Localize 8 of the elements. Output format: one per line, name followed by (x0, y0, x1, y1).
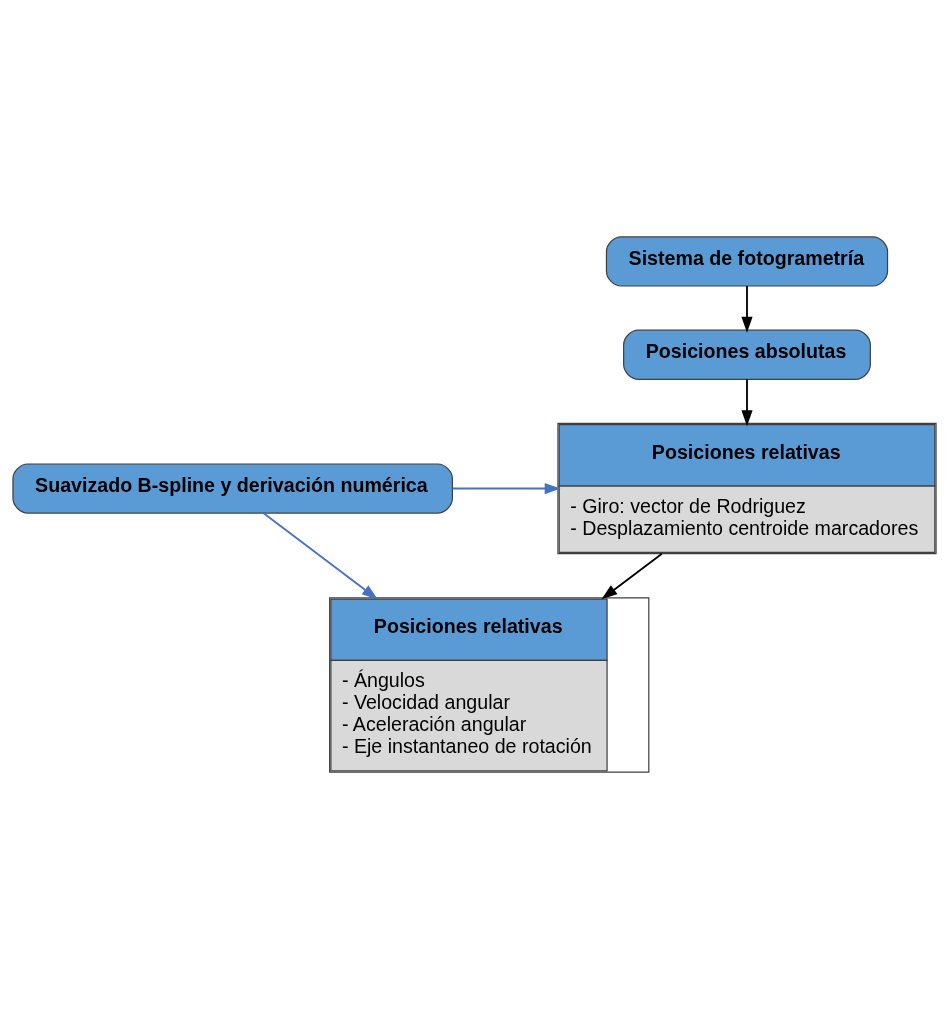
arrow (262, 512, 378, 600)
node-box: Posiciones absolutas (623, 329, 871, 380)
node-box: Sistema de fotogrametría (605, 236, 889, 287)
arrow (741, 378, 753, 427)
arrow (451, 482, 561, 495)
arrow (601, 552, 663, 600)
arrow (741, 285, 753, 333)
node-box: Suavizado B-spline y derivación numérica (12, 463, 454, 514)
